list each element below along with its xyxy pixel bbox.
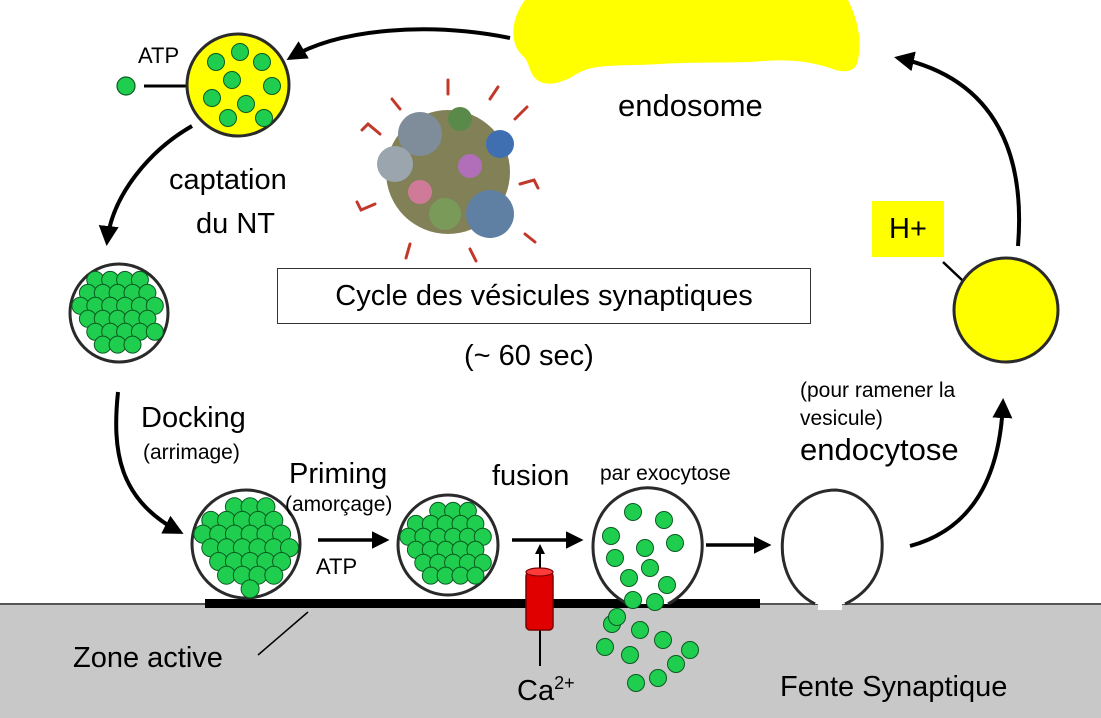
docking-label: Docking <box>141 402 246 434</box>
neurotransmitter-dot <box>681 641 699 659</box>
arrow-acid-to-endosome <box>894 51 1022 247</box>
neurotransmitter-dot <box>654 631 672 649</box>
zone-active-label: Zone active <box>73 642 223 674</box>
cycle-duration: (~ 60 sec) <box>464 340 594 372</box>
endosome-label: endosome <box>618 88 763 123</box>
du-nt-label: du NT <box>196 208 275 240</box>
neurotransmitter-dot <box>596 638 614 656</box>
neurotransmitter-dot <box>631 621 649 639</box>
atp-uptake-label: ATP <box>138 43 180 68</box>
neurotransmitter-dot <box>667 655 685 673</box>
vesicle-protein-structure-image <box>355 78 540 263</box>
neurotransmitter-dot <box>636 539 654 557</box>
priming-label: Priming <box>289 458 388 490</box>
captation-label: captation <box>169 164 287 196</box>
arrow-endosome-to-uptake <box>286 27 511 61</box>
endocytose-label: endocytose <box>800 432 959 467</box>
neurotransmitter-dot <box>237 95 255 113</box>
primed-vesicle-neurotransmitters <box>399 501 492 585</box>
hplus-box: H+ <box>872 201 944 257</box>
neurotransmitter-dot <box>658 576 676 594</box>
neurotransmitter-dot <box>621 646 639 664</box>
neurotransmitter-dot <box>646 593 664 611</box>
acidified-vesicle <box>952 256 1060 364</box>
neurotransmitter-dot <box>641 559 659 577</box>
neurotransmitter-dot <box>240 579 260 599</box>
neurotransmitter-dot <box>608 608 626 626</box>
neurotransmitter-dot <box>223 71 241 89</box>
neurotransmitter-dot <box>624 503 642 521</box>
cycle-title: Cycle des vésicules synaptiques <box>335 279 753 312</box>
neurotransmitter-dot <box>627 674 645 692</box>
active-zone-pointer <box>257 611 309 656</box>
uptake-neurotransmitters <box>203 43 281 127</box>
neurotransmitter-dot <box>123 335 142 354</box>
arrow-endocytose-to-acid <box>909 398 1013 548</box>
par-exocytose-label: par exocytose <box>600 462 731 485</box>
hplus-label: H+ <box>889 212 927 245</box>
calcium-charge: 2+ <box>554 673 575 693</box>
neurotransmitter-dot <box>231 43 249 61</box>
pour-ramener-label-line2: vesicule) <box>800 407 883 430</box>
endocytosis-vesicle <box>780 488 884 606</box>
arrow-uptake-to-filled <box>98 124 193 246</box>
docked-vesicle-neurotransmitters <box>193 497 299 599</box>
arrow-filled-to-docking <box>114 391 184 534</box>
atp-priming-label: ATP <box>316 554 358 579</box>
neurotransmitter-dot <box>606 549 624 567</box>
active-zone-bar <box>205 599 760 608</box>
fente-synaptique-label: Fente Synaptique <box>780 671 1008 703</box>
amorcage-label: (amorçage) <box>285 493 393 516</box>
neurotransmitter-dot <box>602 527 620 545</box>
neurotransmitter-dot <box>207 53 225 71</box>
neurotransmitter-dot <box>219 109 237 127</box>
neurotransmitter-dot <box>253 53 271 71</box>
released-neurotransmitters <box>596 503 699 692</box>
calcium-channel-top <box>525 567 554 577</box>
neurotransmitter-dot <box>466 566 485 585</box>
calcium-channel <box>525 571 554 631</box>
neurotransmitter-dot <box>666 534 684 552</box>
neurotransmitter-dot <box>624 591 642 609</box>
pour-ramener-label-line1: (pour ramener la <box>800 379 956 402</box>
cycle-title-box: Cycle des vésicules synaptiques <box>277 268 811 324</box>
neurotransmitter-dot <box>263 77 281 95</box>
neurotransmitter-dot <box>649 669 667 687</box>
arrimage-label: (arrimage) <box>143 441 240 464</box>
neurotransmitter-dot <box>145 322 164 341</box>
calcium-symbol: Ca <box>517 675 555 707</box>
neurotransmitter-dot <box>655 511 673 529</box>
calcium-label: Ca2+ <box>517 674 575 706</box>
neurotransmitter-dot <box>264 565 284 585</box>
neurotransmitter-dot <box>203 89 221 107</box>
endosome-blob <box>513 0 860 84</box>
fusion-label: fusion <box>492 460 570 492</box>
free-neurotransmitter <box>116 76 136 96</box>
endocytosis-neck <box>818 600 842 610</box>
neurotransmitter-dot <box>620 569 638 587</box>
neurotransmitter-dot <box>255 109 273 127</box>
filled-vesicle-neurotransmitters <box>71 270 164 354</box>
